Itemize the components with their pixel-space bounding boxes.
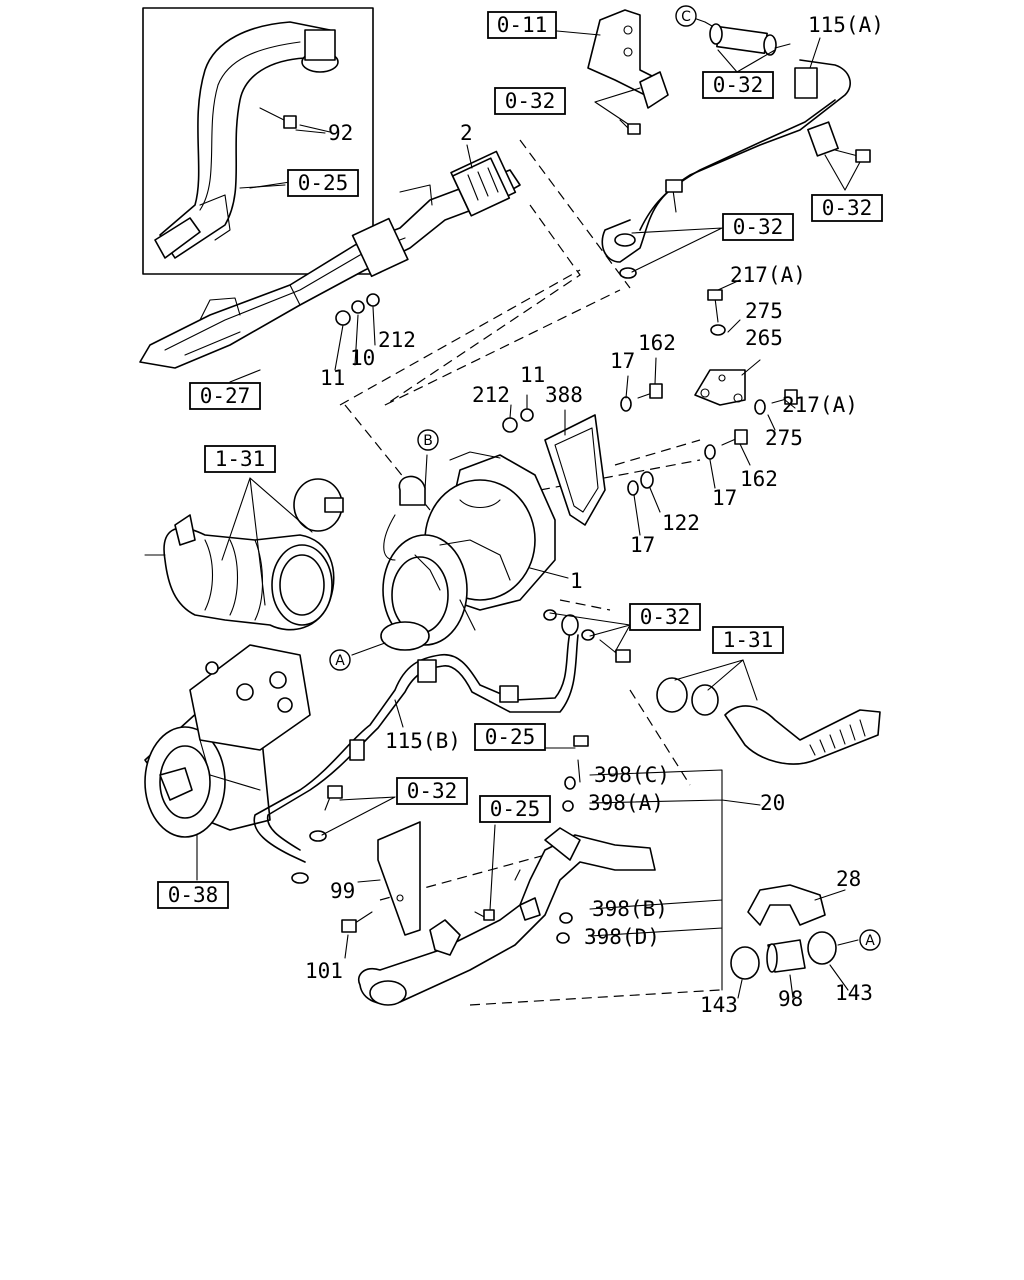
clamp-set	[730, 884, 837, 980]
ref-box-0-25-inset: 0-25	[287, 169, 359, 197]
label-17-mid: 17	[712, 486, 737, 510]
ref-box-0-25-mid: 0-25	[474, 723, 546, 751]
label-162-mid: 162	[740, 467, 778, 491]
callout-b-turbo: B	[417, 429, 439, 451]
svg-text:0-27: 0-27	[200, 384, 251, 408]
label-20: 20	[760, 791, 785, 815]
svg-text:A: A	[865, 933, 875, 949]
svg-text:A: A	[335, 653, 345, 669]
svg-text:C: C	[681, 9, 691, 25]
pipe-20	[358, 735, 656, 1006]
svg-text:0-38: 0-38	[168, 883, 219, 907]
label-398d: 398(D)	[584, 925, 660, 949]
label-17-low: 17	[630, 533, 655, 557]
ref-box-0-11: 0-11	[487, 11, 557, 39]
svg-text:0-32: 0-32	[640, 605, 691, 629]
label-143-right: 143	[835, 981, 873, 1005]
callout-a-right: A	[859, 929, 881, 951]
label-122: 122	[662, 511, 700, 535]
svg-text:0-25: 0-25	[485, 725, 536, 749]
svg-text:0-25: 0-25	[298, 171, 349, 195]
ref-box-0-32-turbo: 0-32	[629, 603, 701, 631]
label-143-left: 143	[700, 993, 738, 1017]
label-98: 98	[778, 987, 803, 1011]
label-99: 99	[330, 879, 355, 903]
label-17-top: 17	[610, 349, 635, 373]
label-265: 265	[745, 326, 783, 350]
callout-a-turbo: A	[329, 649, 351, 671]
label-101: 101	[305, 959, 343, 983]
label-398c: 398(C)	[594, 763, 670, 787]
label-10: 10	[350, 346, 375, 370]
svg-text:0-32: 0-32	[733, 215, 784, 239]
svg-text:0-11: 0-11	[497, 13, 548, 37]
label-11-mid: 11	[520, 363, 545, 387]
bracket-0-11	[587, 9, 669, 135]
svg-text:0-25: 0-25	[490, 797, 541, 821]
svg-text:0-32: 0-32	[822, 196, 873, 220]
label-275-top: 275	[745, 299, 783, 323]
label-398b: 398(B)	[592, 897, 668, 921]
hose-c	[704, 21, 791, 56]
label-398a: 398(A)	[588, 791, 664, 815]
callout-c-top: C	[675, 5, 697, 27]
ref-box-0-32-top-mid: 0-32	[702, 71, 774, 99]
ref-box-0-27: 0-27	[189, 382, 261, 410]
ref-box-0-32-top-right: 0-32	[811, 194, 883, 222]
leader-lines	[196, 15, 861, 999]
label-162-top: 162	[638, 331, 676, 355]
intake-elbow-left	[144, 478, 344, 631]
ref-box-1-31-left: 1-31	[204, 445, 276, 473]
label-217a-right: 217(A)	[782, 393, 858, 417]
label-115a: 115(A)	[808, 13, 884, 37]
ref-box-0-32-top-left: 0-32	[494, 87, 566, 115]
svg-text:0-32: 0-32	[407, 779, 458, 803]
svg-text:1-31: 1-31	[215, 447, 266, 471]
label-212-mid: 212	[472, 383, 510, 407]
air-compressor	[144, 644, 311, 838]
label-217a-top: 217(A)	[730, 263, 806, 287]
inset-panel	[142, 7, 374, 275]
svg-text:0-32: 0-32	[713, 73, 764, 97]
ref-box-0-25-lower: 0-25	[479, 795, 551, 823]
ref-box-1-31-right: 1-31	[712, 626, 784, 654]
svg-text:1-31: 1-31	[723, 628, 774, 652]
ref-box-0-32-mid: 0-32	[722, 213, 794, 241]
label-388: 388	[545, 383, 583, 407]
ref-box-0-38: 0-38	[157, 881, 229, 909]
intake-hose-right	[656, 677, 881, 765]
label-2: 2	[460, 121, 473, 145]
label-275-right: 275	[765, 426, 803, 450]
label-92: 92	[328, 121, 353, 145]
svg-text:0-32: 0-32	[505, 89, 556, 113]
ref-box-0-32-lower: 0-32	[396, 777, 468, 805]
label-11-top: 11	[320, 366, 345, 390]
oil-line-115b	[253, 609, 631, 884]
label-115b: 115(B)	[385, 729, 461, 753]
label-28: 28	[836, 867, 861, 891]
turbocharger	[380, 451, 556, 651]
svg-text:B: B	[423, 433, 433, 449]
label-1: 1	[570, 569, 583, 593]
label-212-top: 212	[378, 328, 416, 352]
